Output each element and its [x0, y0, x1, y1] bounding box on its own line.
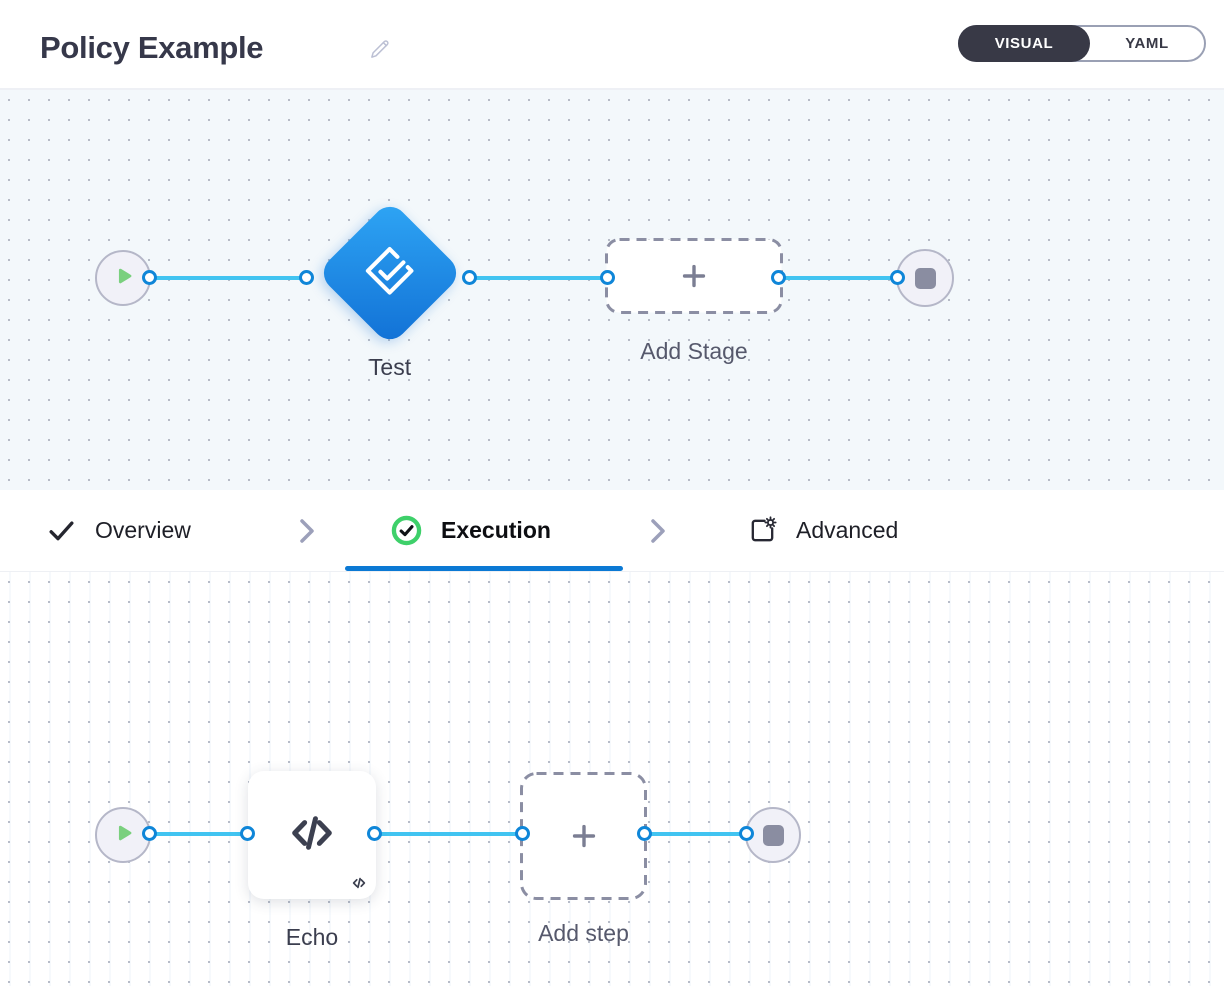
- tab-overview[interactable]: Overview: [46, 490, 191, 571]
- check-circle-icon: [390, 514, 423, 547]
- visual-yaml-toggle: VISUAL YAML: [958, 25, 1206, 62]
- stage-tabs: Overview Execution: [0, 490, 1224, 572]
- page-title: Policy Example: [40, 30, 264, 65]
- play-icon: [110, 820, 136, 851]
- connector-endpoint[interactable]: [739, 826, 754, 841]
- check-icon: [46, 515, 77, 546]
- header: Policy Example VISUAL YAML: [0, 0, 1224, 90]
- toggle-yaml[interactable]: YAML: [1125, 35, 1169, 52]
- toggle-visual[interactable]: VISUAL: [958, 25, 1090, 62]
- connector-endpoint[interactable]: [771, 270, 786, 285]
- step-node-label: Echo: [285, 924, 339, 950]
- stop-icon: [762, 824, 784, 846]
- tab-advanced-label: Advanced: [796, 517, 899, 543]
- add-step-button[interactable]: [520, 772, 647, 900]
- connector-endpoint[interactable]: [367, 826, 382, 841]
- code-badge-icon: [351, 875, 367, 891]
- plus-icon: [567, 819, 601, 853]
- tab-overview-label: Overview: [95, 517, 191, 543]
- stage-node-test[interactable]: [316, 199, 464, 347]
- connector-line: [150, 832, 248, 836]
- chevron-right-icon: [295, 490, 319, 571]
- stage-check-icon: [361, 242, 419, 305]
- connector-line: [150, 276, 307, 280]
- chevron-right-icon: [646, 490, 670, 571]
- tab-advanced[interactable]: Advanced: [747, 490, 898, 571]
- tab-execution-label: Execution: [441, 517, 551, 543]
- connector-endpoint[interactable]: [600, 270, 615, 285]
- connector-endpoint[interactable]: [890, 270, 905, 285]
- play-icon: [110, 263, 136, 294]
- step-node-echo[interactable]: [248, 771, 376, 899]
- connector-endpoint[interactable]: [240, 826, 255, 841]
- connector-line: [470, 276, 608, 280]
- add-step-label: Add step: [538, 920, 629, 946]
- tab-execution[interactable]: Execution: [390, 490, 551, 571]
- active-tab-underline: [345, 566, 623, 571]
- stage-node-label: Test: [368, 354, 412, 380]
- edit-title-button[interactable]: [366, 36, 394, 64]
- connector-endpoint[interactable]: [462, 270, 477, 285]
- connector-endpoint[interactable]: [299, 270, 314, 285]
- stage-start-node: [95, 250, 151, 306]
- connector-endpoint[interactable]: [515, 826, 530, 841]
- stop-icon: [914, 267, 936, 289]
- connector-endpoint[interactable]: [142, 270, 157, 285]
- settings-box-icon: [747, 515, 778, 546]
- connector-line: [645, 832, 747, 836]
- add-stage-button[interactable]: [605, 238, 783, 314]
- pencil-icon: [367, 40, 393, 65]
- connector-line: [779, 276, 898, 280]
- connector-line: [375, 832, 523, 836]
- stage-canvas: Test Add Stage: [0, 90, 1224, 490]
- execution-step-canvas: Echo Add step: [0, 572, 1224, 986]
- connector-endpoint[interactable]: [142, 826, 157, 841]
- add-stage-label: Add Stage: [640, 338, 748, 364]
- step-end-node: [745, 807, 801, 863]
- plus-icon: [677, 259, 711, 293]
- code-icon: [286, 807, 338, 864]
- connector-endpoint[interactable]: [637, 826, 652, 841]
